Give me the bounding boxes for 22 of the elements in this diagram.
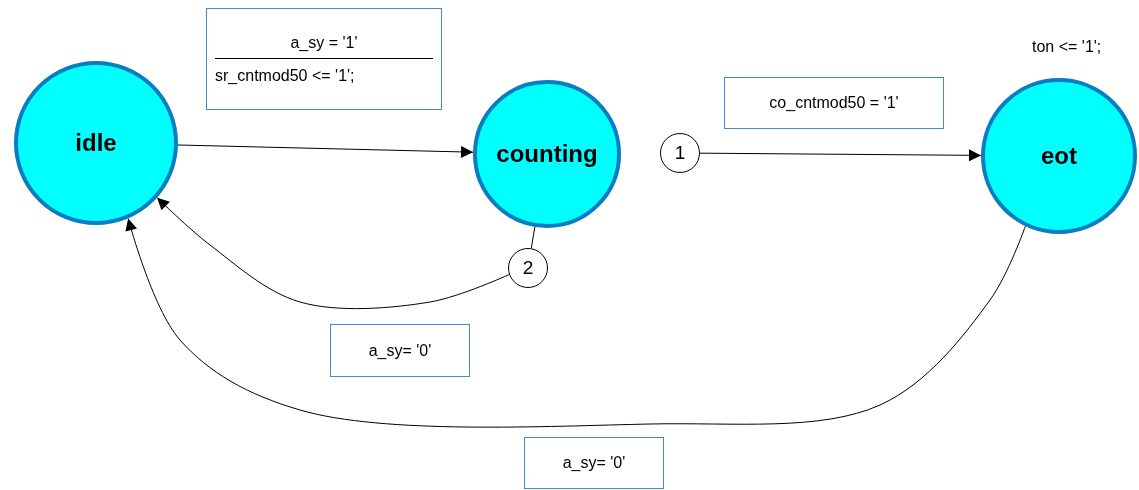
state-action: ton <= '1';: [1032, 38, 1102, 56]
transition-arrow: [125, 217, 1026, 428]
priority-circle: [508, 248, 548, 288]
transition-arrow: [177, 144, 474, 158]
state-name: counting: [495, 140, 599, 168]
transition-arrow: [699, 149, 982, 162]
condition-box: [724, 77, 944, 129]
state-name: eot: [1040, 142, 1078, 170]
action-text: sr_cntmod50 <= '1';: [214, 66, 356, 85]
transition-arrow: [156, 197, 510, 310]
priority-number: 1: [673, 142, 687, 164]
condition-text: co_cntmod50 = '1': [768, 94, 900, 112]
condition-text: a_sy= '0': [561, 454, 627, 472]
condition-box: [330, 324, 470, 377]
condition-box: [206, 8, 442, 110]
condition-box: [524, 437, 664, 489]
connector-line: [530, 226, 536, 249]
condition-text: a_sy = '1': [289, 33, 359, 52]
priority-number: 2: [521, 257, 535, 279]
priority-circle: [660, 133, 700, 173]
state-name: idle: [74, 129, 118, 157]
condition-text: a_sy= '0': [367, 341, 433, 360]
